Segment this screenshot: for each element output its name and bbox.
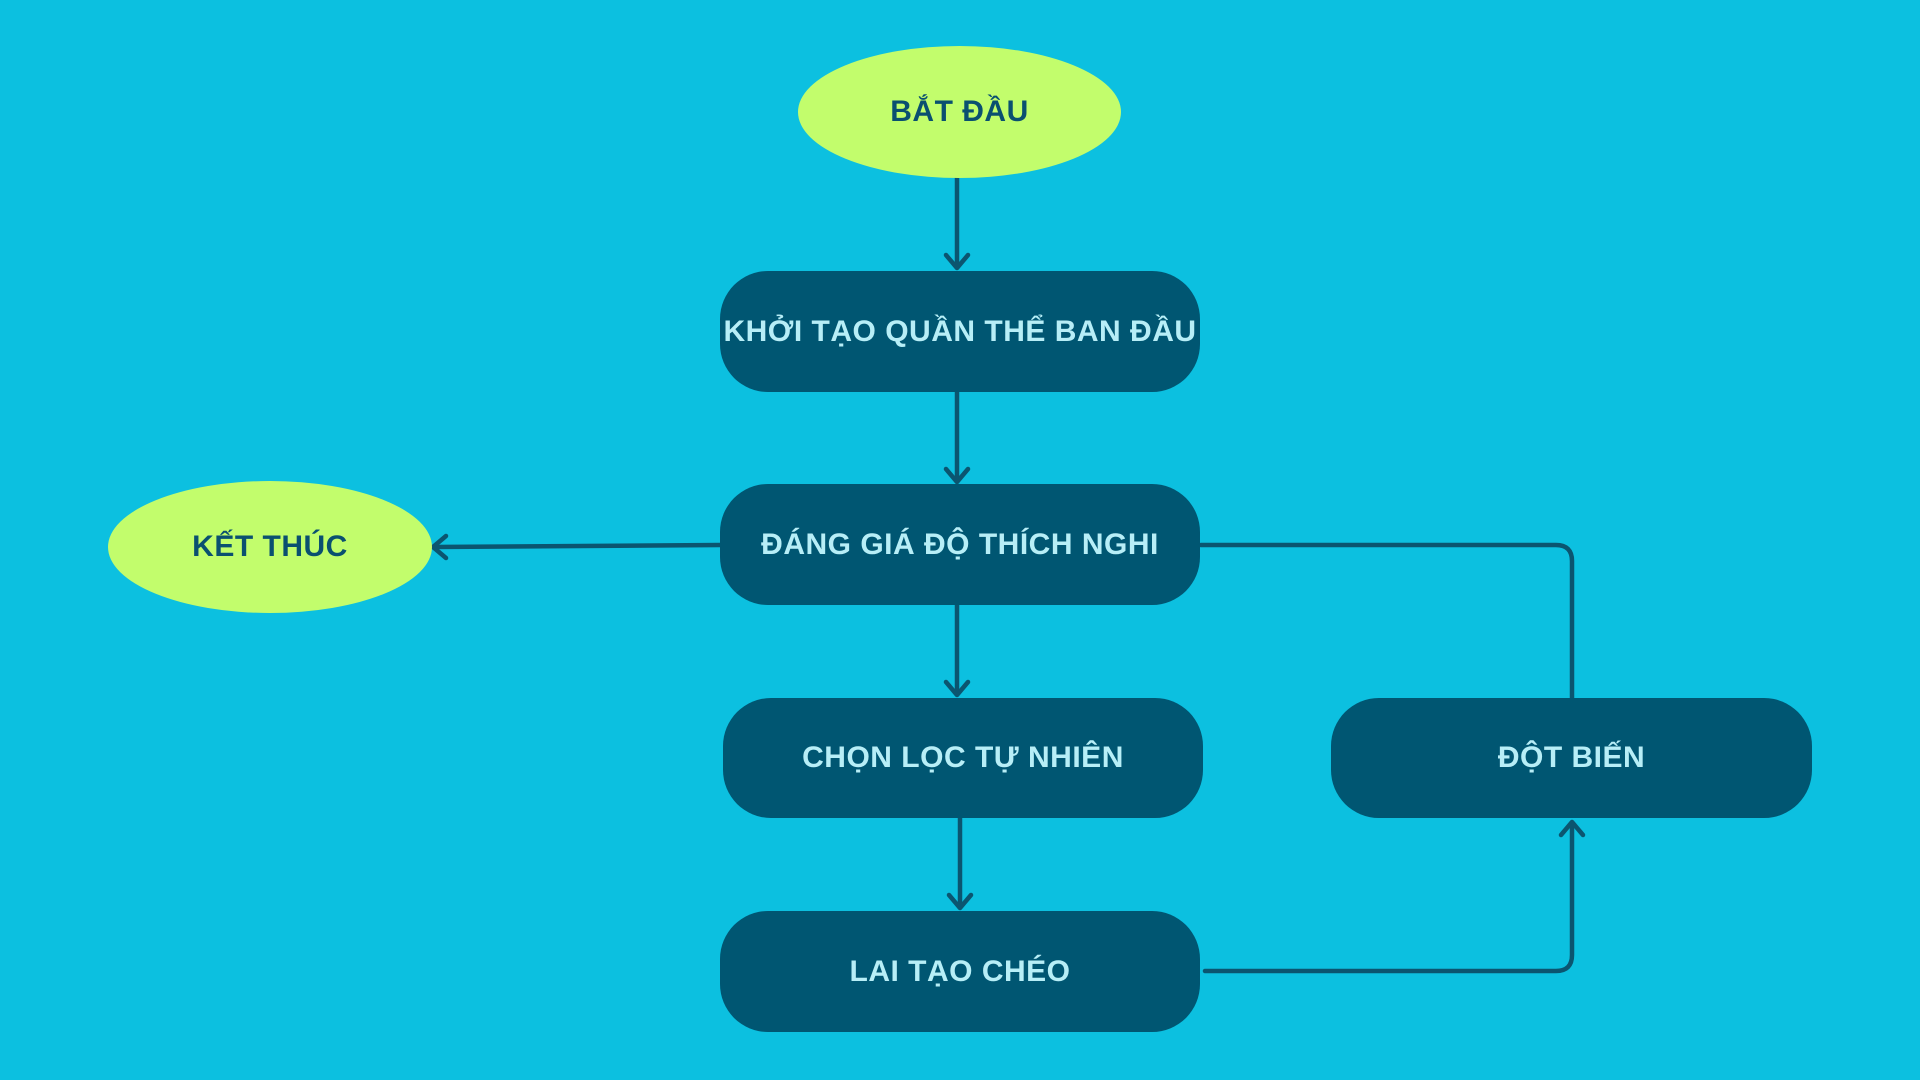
end-node[interactable]: KẾT THÚC <box>108 481 432 613</box>
arrowhead-crossover-to-mutation <box>1558 819 1586 838</box>
mutation-node[interactable]: ĐỘT BIẾN <box>1331 698 1812 818</box>
edge-mutation-to-evaluate <box>1198 542 1575 702</box>
arrowhead-evaluate-to-end <box>430 533 449 561</box>
edge-evaluate-to-end <box>430 542 723 550</box>
arrowhead-select-to-crossover <box>946 892 974 911</box>
evaluate-fitness-label: ĐÁNG GIÁ ĐỘ THÍCH NGHI <box>761 527 1159 561</box>
edge-crossover-to-mutation <box>1202 820 1575 974</box>
evaluate-fitness-node[interactable]: ĐÁNG GIÁ ĐỘ THÍCH NGHI <box>720 484 1200 605</box>
mutation-label: ĐỘT BIẾN <box>1497 741 1646 774</box>
end-node-label: KẾT THÚC <box>192 530 348 563</box>
start-node[interactable]: BẮT ĐẦU <box>798 46 1121 178</box>
crossover-node[interactable]: LAI TẠO CHÉO <box>720 911 1200 1032</box>
arrowhead-start-to-init <box>943 252 971 271</box>
init-population-node[interactable]: KHỞI TẠO QUẦN THỂ BAN ĐẦU <box>720 271 1200 392</box>
init-population-label: KHỞI TẠO QUẦN THỂ BAN ĐẦU <box>723 314 1197 348</box>
start-node-label: BẮT ĐẦU <box>890 95 1029 128</box>
arrowhead-init-to-evaluate <box>943 466 971 485</box>
natural-selection-label: CHỌN LỌC TỰ NHIÊN <box>802 741 1124 774</box>
arrowhead-evaluate-to-select <box>943 679 971 698</box>
crossover-label: LAI TẠO CHÉO <box>849 954 1071 988</box>
natural-selection-node[interactable]: CHỌN LỌC TỰ NHIÊN <box>723 698 1203 818</box>
